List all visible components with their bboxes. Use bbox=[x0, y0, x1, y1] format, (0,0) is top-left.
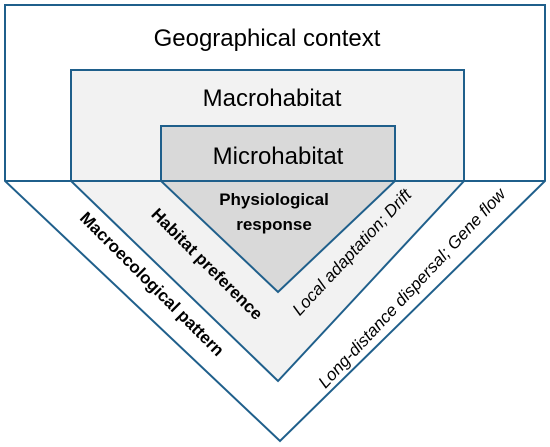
microhabitat-title: Microhabitat bbox=[213, 143, 344, 170]
microhabitat-shape bbox=[160, 125, 396, 294]
geographical-context-title: Geographical context bbox=[154, 25, 381, 52]
physiological-response-label-line2: response bbox=[236, 215, 312, 234]
macrohabitat-title: Macrohabitat bbox=[203, 85, 342, 112]
physiological-response-label-line1: Physiological bbox=[219, 190, 329, 209]
